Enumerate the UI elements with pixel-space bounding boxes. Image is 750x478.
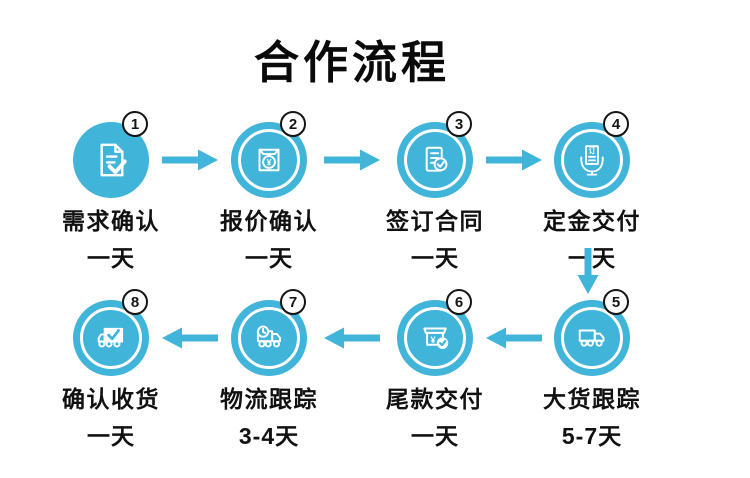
- step-1-label: 需求确认: [62, 208, 160, 234]
- svg-text:¥: ¥: [430, 335, 436, 345]
- step-6: ¥ 6 尾款交付 一天: [357, 289, 513, 451]
- step-3: 3 签订合同 一天: [357, 111, 513, 273]
- step-6-duration: 一天: [411, 423, 459, 449]
- step-2-circle: ¥ 2: [231, 111, 307, 198]
- step-5: 5 大货跟踪 5-7天: [514, 289, 670, 451]
- truck-clock-icon: [256, 325, 282, 348]
- quote-money-envelope-icon: ¥: [258, 148, 280, 172]
- ring-decoration: [238, 129, 300, 191]
- step-3-number-badge: 3: [446, 111, 472, 137]
- step-1-number-badge: 1: [122, 111, 148, 137]
- package-payment-check-icon: ¥: [423, 327, 449, 349]
- deposit-payment-icon: 订: [580, 145, 604, 176]
- step-5-label: 大货跟踪: [543, 386, 641, 412]
- ring-decoration: [80, 307, 142, 369]
- arrow-left-icon: [324, 322, 380, 359]
- arrow-right-icon: [486, 144, 542, 181]
- contract-check-icon: [425, 146, 448, 172]
- step-1-circle: 1: [73, 111, 149, 198]
- arrow-left-icon: [486, 322, 542, 359]
- ring-decoration: [238, 307, 300, 369]
- step-8-number-badge: 8: [122, 289, 148, 315]
- arrow-right-icon: [162, 144, 218, 181]
- step-6-label: 尾款交付: [386, 386, 484, 412]
- ring-decoration: [404, 129, 466, 191]
- step-7-duration: 3-4天: [238, 423, 300, 449]
- step-7-number-badge: 7: [280, 289, 306, 315]
- truck-check-icon: [97, 327, 124, 348]
- step-4-number-badge: 4: [603, 111, 629, 137]
- document-check-icon: [99, 143, 127, 176]
- arrow-down-icon: [572, 248, 604, 299]
- step-2-duration: 一天: [245, 245, 293, 271]
- step-5-circle: 5: [554, 289, 630, 376]
- step-3-circle: 3: [397, 111, 473, 198]
- truck-icon: [578, 329, 605, 347]
- step-5-number-badge: 5: [603, 289, 629, 315]
- step-2: ¥ 2 报价确认 一天: [191, 111, 347, 273]
- step-5-duration: 5-7天: [561, 423, 623, 449]
- arrow-right-icon: [324, 144, 380, 181]
- ring-decoration: [561, 129, 623, 191]
- ring-decoration: [404, 307, 466, 369]
- step-6-number-badge: 6: [446, 289, 472, 315]
- step-2-number-badge: 2: [280, 111, 306, 137]
- svg-text:订: 订: [588, 146, 595, 155]
- step-7-label: 物流跟踪: [220, 386, 318, 412]
- step-8-circle: 8: [73, 289, 149, 376]
- step-3-label: 签订合同: [386, 208, 484, 234]
- arrow-left-icon: [162, 322, 218, 359]
- svg-text:¥: ¥: [266, 157, 272, 167]
- step-7: 7 物流跟踪 3-4天: [191, 289, 347, 451]
- step-8: 8 确认收货 一天: [33, 289, 189, 451]
- step-7-circle: 7: [231, 289, 307, 376]
- step-1-duration: 一天: [87, 245, 135, 271]
- ring-decoration: [561, 307, 623, 369]
- step-4-label: 定金交付: [543, 208, 641, 234]
- step-2-label: 报价确认: [220, 208, 318, 234]
- step-1: 1 需求确认 一天: [33, 111, 189, 273]
- step-3-duration: 一天: [411, 245, 459, 271]
- diagram-title: 合作流程: [253, 37, 450, 88]
- step-4: 订 4 定金交付 一天: [514, 111, 670, 273]
- step-8-label: 确认收货: [62, 386, 160, 412]
- step-6-circle: ¥ 6: [397, 289, 473, 376]
- step-4-circle: 订 4: [554, 111, 630, 198]
- step-8-duration: 一天: [87, 423, 135, 449]
